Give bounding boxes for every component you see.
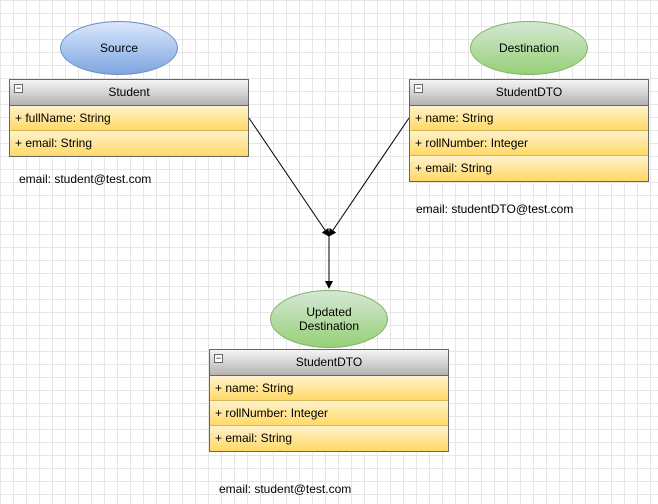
updated-studentdto-class-title: StudentDTO [295, 355, 363, 369]
updated-destination-label: Updated Destination [298, 305, 360, 333]
source-label: Source [99, 41, 139, 55]
updated-studentdto-field: + email: String [210, 426, 448, 451]
arrow-destination-to-merge [328, 117, 410, 237]
student-class-title: Student [108, 85, 150, 99]
student-email-note: email: student@test.com [19, 172, 152, 186]
collapse-icon[interactable]: − [214, 353, 223, 363]
studentdto-field: + name: String [410, 106, 648, 131]
updated-studentdto-class-header: − StudentDTO [210, 350, 448, 376]
destination-label: Destination [498, 41, 560, 55]
student-field: + fullName: String [10, 106, 248, 131]
updated-email-note: email: student@test.com [219, 482, 352, 496]
studentdto-class-title: StudentDTO [495, 85, 563, 99]
updated-studentdto-field: + rollNumber: Integer [210, 401, 448, 426]
student-class[interactable]: − Student + fullName: String + email: St… [9, 79, 249, 157]
student-class-header: − Student [10, 80, 248, 106]
studentdto-field: + rollNumber: Integer [410, 131, 648, 156]
updated-studentdto-field: + name: String [210, 376, 448, 401]
collapse-icon[interactable]: − [14, 83, 23, 93]
source-ellipse[interactable]: Source [60, 21, 178, 75]
updated-studentdto-class[interactable]: − StudentDTO + name: String + rollNumber… [209, 349, 449, 452]
student-field: + email: String [10, 131, 248, 156]
studentdto-email-note: email: studentDTO@test.com [416, 202, 574, 216]
studentdto-class[interactable]: − StudentDTO + name: String + rollNumber… [409, 79, 649, 182]
updated-destination-ellipse[interactable]: Updated Destination [270, 290, 388, 348]
studentdto-class-header: − StudentDTO [410, 80, 648, 106]
destination-ellipse[interactable]: Destination [470, 21, 588, 75]
arrow-source-to-merge [248, 117, 330, 237]
studentdto-field: + email: String [410, 156, 648, 181]
collapse-icon[interactable]: − [414, 83, 423, 93]
